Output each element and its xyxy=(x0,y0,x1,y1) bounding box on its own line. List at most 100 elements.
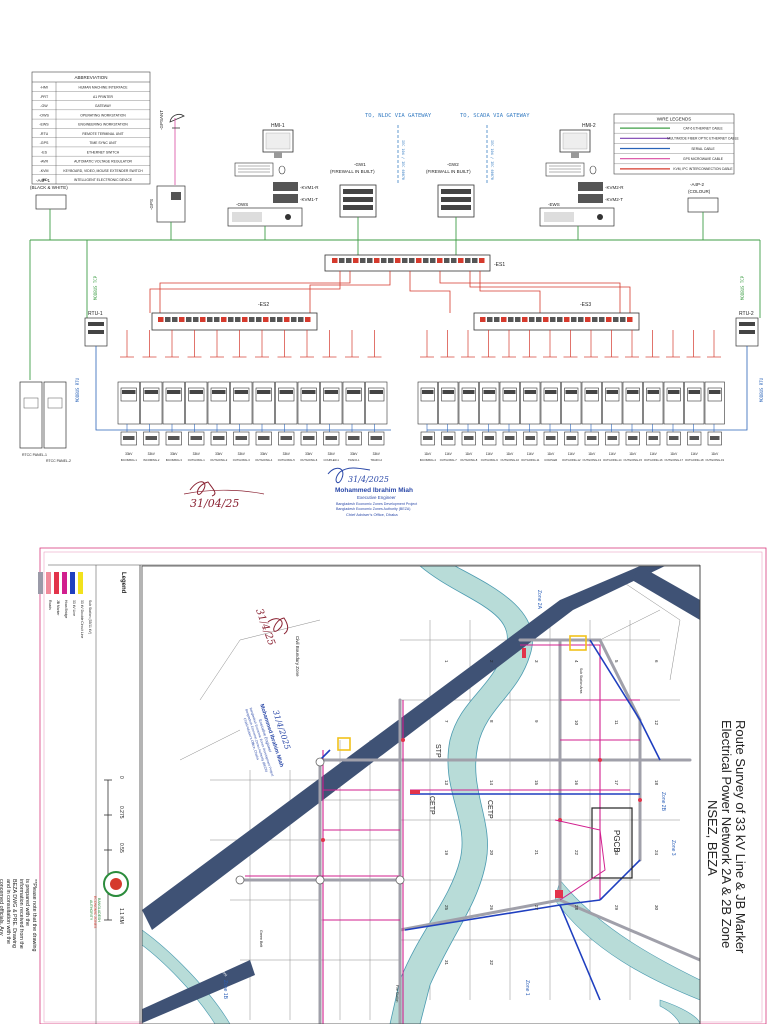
kvm1-t-unit xyxy=(273,194,298,203)
switch-port xyxy=(284,317,290,322)
plot-number: 10 xyxy=(574,720,579,726)
wire-legend-title: WIRE LEGENDS xyxy=(657,117,692,122)
map-legend-swatch xyxy=(54,572,59,594)
abbreviation-code: -GW xyxy=(40,104,48,108)
switch-port xyxy=(620,317,626,322)
wire-legend-label: CAT-6 ETHERNET CABLE xyxy=(683,126,723,130)
area-label-cetp-1: CETP xyxy=(428,796,435,815)
switch-port xyxy=(172,317,178,322)
plot-number: 16 xyxy=(574,780,579,786)
plot-number: 7 xyxy=(444,720,449,723)
abbreviation-code: -AVR xyxy=(40,160,49,164)
plot-number: 29 xyxy=(614,905,619,911)
bay-name: INCOMING-3 xyxy=(166,458,183,462)
gps-unit: -GPS xyxy=(149,185,186,223)
kvm2-r-label: -KVM2-R xyxy=(605,185,624,190)
plot-number: 1 xyxy=(444,660,449,663)
scale-tick-1: 0.275 xyxy=(118,806,124,819)
map-legend-swatch xyxy=(78,572,83,594)
switch-port xyxy=(242,317,248,322)
switch-port xyxy=(487,317,493,322)
switch-port xyxy=(444,258,450,263)
area-label-civil-boundary: Civil Boundary Zone xyxy=(295,636,300,677)
ethernet-switch-es3: -ES3 xyxy=(473,302,640,331)
map-legend-label: JB Marker xyxy=(56,600,60,616)
bay-voltage: 33kV xyxy=(125,452,133,456)
bay-voltage: 11kV xyxy=(445,452,453,456)
bay-name: OUTGOING-4 xyxy=(255,458,273,462)
switch-port xyxy=(480,317,486,322)
plot-number: 15 xyxy=(534,780,539,786)
switch-port xyxy=(179,317,185,322)
switch-port xyxy=(165,317,171,322)
map-legend-label: Roads xyxy=(48,600,52,610)
wire-legend: WIRE LEGENDS CAT-6 ETHERNET CABLEMULTIMO… xyxy=(613,113,740,175)
scale-tick-2: 0.55 xyxy=(118,843,124,853)
plot-number: 4 xyxy=(574,660,579,663)
bay-voltage: 11kV xyxy=(650,452,658,456)
bay-name: COUPLER xyxy=(544,458,557,462)
gw1-label: -GW1 xyxy=(354,162,366,167)
stamp-name: Mohammed Ibrahim Miah xyxy=(335,487,413,494)
bay-name: OUTGOING-17 xyxy=(664,458,683,462)
hmi-2: HMI-2 xyxy=(545,123,597,177)
scale-tick-0: 0 xyxy=(118,776,124,779)
switch-port xyxy=(256,317,262,322)
abbreviation-meaning: ENGINEERING WORKSTATION xyxy=(78,123,128,127)
plot-number: 21 xyxy=(534,850,539,856)
modbus-rtu-lines xyxy=(95,346,748,431)
stamp-date: 31/4/2025 xyxy=(348,475,389,484)
map-title-line-1: Route Survey of 33 kV Line & JB Marker xyxy=(733,720,748,954)
modbus-rtu-label-right: MODBUS RTU xyxy=(759,377,764,402)
bay-voltage: 11kV xyxy=(588,452,596,456)
switch-port xyxy=(221,317,227,322)
coastal-embankment-road xyxy=(142,566,665,930)
abbreviation-meaning: ETHERNET SWITCH xyxy=(87,150,120,154)
switch-port xyxy=(305,317,311,322)
switch-port xyxy=(353,258,359,263)
abbreviation-title: ABBREVIATION xyxy=(75,75,108,80)
plot-number: 6 xyxy=(654,660,659,663)
switch-port xyxy=(522,317,528,322)
map-legend-swatch xyxy=(46,572,51,594)
switch-port xyxy=(550,317,556,322)
switch-port xyxy=(543,317,549,322)
bay-voltage: 33kV xyxy=(373,452,381,456)
map-legend-label: 33 kV Line xyxy=(72,600,76,616)
switch-port xyxy=(291,317,297,322)
switch-port xyxy=(207,317,213,322)
rtu-1-label: RTU-1 xyxy=(88,311,103,317)
zone-label-5: Zone 1B xyxy=(222,980,228,1000)
plot-number: 11 xyxy=(614,720,619,725)
rtcc-panel-1-label: RTCC PANEL-1 xyxy=(22,453,47,457)
fiber-uplinks xyxy=(149,271,631,313)
plot-number: 13 xyxy=(444,780,449,786)
switch-port xyxy=(423,258,429,263)
es1-label: -ES1 xyxy=(494,262,505,268)
rtcc-panels: RTCC PANEL-1 RTCC PANEL-2 xyxy=(19,381,71,463)
bay-voltage: 33kV xyxy=(170,452,178,456)
map-title-line-3: NSEZ, BEZA xyxy=(705,800,720,876)
33kv-double-circuit xyxy=(319,639,661,1001)
org-line-2: ECONOMIC ZONES xyxy=(93,896,97,929)
map-title-line-2: Electrical Power Network 2A & 2B Zone xyxy=(719,720,734,948)
map-legend-label: Sub Station (33/11 kV) xyxy=(88,600,92,634)
bay-voltage: 33kV xyxy=(148,452,156,456)
zone-label-4: Zone 3 xyxy=(670,840,676,856)
bay-name: OUTGOING-19 xyxy=(705,458,724,462)
ethernet-switch-es1: -ES1 xyxy=(324,254,505,272)
plot-number: 31 xyxy=(444,960,449,966)
gps-antenna: -GPSANT xyxy=(159,110,185,185)
beza-logo: BANGLADESH ECONOMIC ZONES AUTHORITY xyxy=(89,871,129,929)
cat6-trunk-lines xyxy=(29,209,761,380)
switch-port xyxy=(200,317,206,322)
map-legend-swatch xyxy=(70,572,75,594)
scale-tick-3: 1.1 KM xyxy=(118,908,124,924)
ews-label: -EWS xyxy=(548,202,560,207)
plot-number: 22 xyxy=(574,850,579,856)
map-legend-swatch xyxy=(62,572,67,594)
abbreviation-meaning: OPERATING WORKSTATION xyxy=(80,113,126,117)
ethernet-switch-es2: -ES2 xyxy=(151,302,318,331)
signature-2: 31/04/25 xyxy=(183,481,265,510)
